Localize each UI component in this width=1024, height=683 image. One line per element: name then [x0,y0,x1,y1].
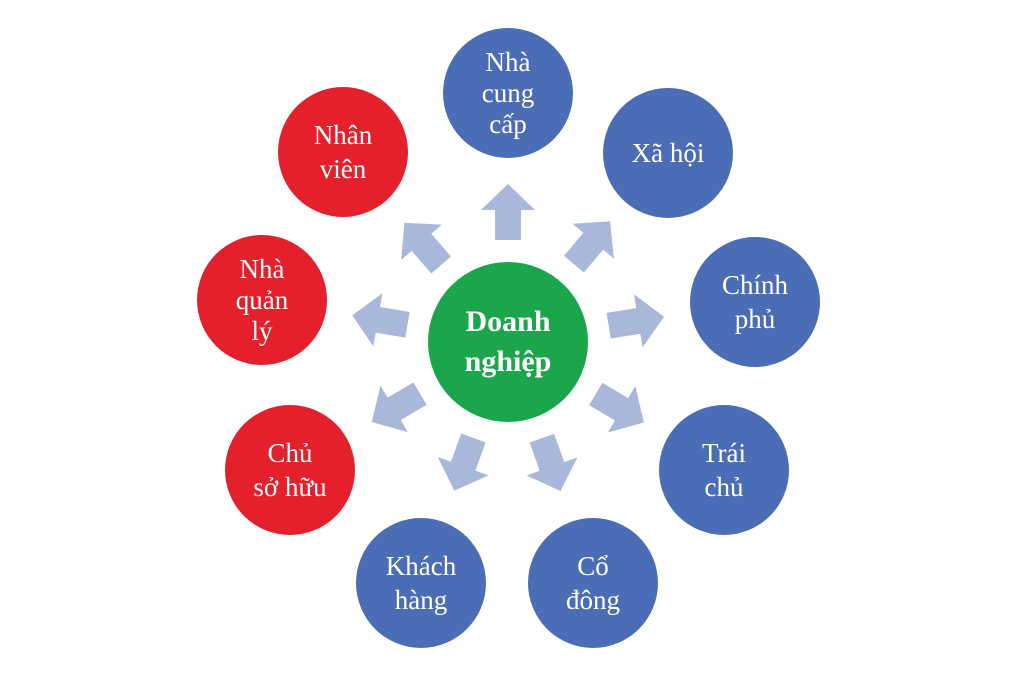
node-xa-hoi: Xã hội [603,88,733,218]
node-label-line: lý [251,316,273,346]
node-label-line: Nhà [486,47,531,77]
center-node: Doanh nghiệp [428,262,588,422]
node-label-line: Trái [702,438,746,468]
node-chinh-phu: Chính phủ [690,237,820,367]
node-label-line: chủ [705,472,744,502]
node-label-line: cung [482,78,534,108]
arrow-icon-khach-hang [437,433,489,491]
node-label-line: Chủ [267,438,313,468]
node-label-line: hàng [395,585,447,615]
arrow-icon-co-dong [526,433,578,492]
node-label-line: nghiệp [465,345,552,378]
node-label-line: phủ [735,304,776,334]
node-label-line: Doanh [465,305,550,338]
node-khach-hang: Khách hàng [356,518,486,648]
node-label-line: Xã hội [632,138,705,168]
node-label-line: Chính [722,270,789,300]
arrow-icon-chinh-phu [606,294,664,348]
node-label-line: Cổ [577,551,609,581]
arrow-icon-nha-quan-ly [352,293,410,347]
arrow-icon-chu-so-huu [371,382,427,433]
node-label-line: Khách [386,551,457,581]
node-label-line: Nhân [314,120,373,150]
node-nhan-vien: Nhân viên [278,87,408,217]
node-trai-chu: Trái chủ [659,405,789,535]
arrow-icon-trai-chu [589,382,644,433]
arrow-icon-nha-cung-cap [481,184,535,240]
node-chu-so-huu: Chủ sở hữu [225,405,355,535]
arrow-icon-nhan-vien [401,222,451,274]
node-label-line: đông [566,585,620,615]
arrow-icon-xa-hoi [563,221,614,273]
node-label-line: sở hữu [253,472,327,502]
node-label-line: quản [236,285,289,315]
node-label-line: cấp [489,109,526,139]
node-label-line: viên [320,154,367,184]
node-label-line: Nhà [240,254,285,284]
node-co-dong: Cổ đông [528,518,658,648]
